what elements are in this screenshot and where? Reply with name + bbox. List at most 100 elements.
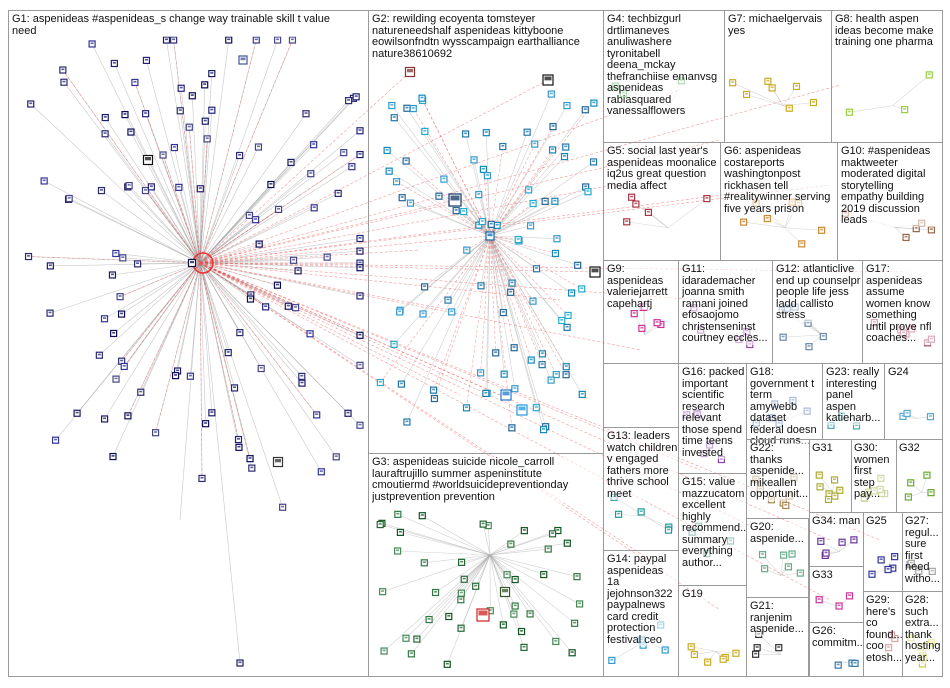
graph-edge xyxy=(127,186,201,264)
graph-node-icon xyxy=(409,104,417,113)
graph-edge xyxy=(199,39,230,264)
graph-node-icon xyxy=(742,90,751,99)
graph-edge xyxy=(199,262,361,336)
graph-edge xyxy=(461,554,491,594)
graph-node-icon xyxy=(817,226,826,234)
graph-node-icon xyxy=(170,143,178,152)
graph-edge xyxy=(199,262,596,273)
graph-edge xyxy=(489,554,516,580)
graph-node-icon xyxy=(492,349,500,357)
graph-node-icon xyxy=(383,146,391,155)
graph-node-icon xyxy=(202,420,210,428)
graph-node-icon xyxy=(687,643,695,651)
group-label-g2: G2: rewilding ecoyenta tomsteyer naturen… xyxy=(372,14,602,60)
graph-node-icon xyxy=(538,361,546,369)
graph-node-icon xyxy=(120,362,128,371)
group-label-g33: G33 xyxy=(812,570,863,582)
graph-node-icon xyxy=(393,547,402,555)
cluster-hub-icon xyxy=(485,231,495,241)
graph-edge xyxy=(199,39,278,264)
graph-node-icon xyxy=(356,264,364,272)
group-box-g21 xyxy=(746,597,809,677)
graph-node-icon xyxy=(356,127,364,135)
graph-edge xyxy=(199,262,361,426)
group-label-g8: G8: health aspen ideas become make train… xyxy=(835,14,942,49)
graph-edge xyxy=(428,554,491,620)
graph-node-icon xyxy=(571,619,579,627)
group-box-g1 xyxy=(8,10,369,677)
graph-edge xyxy=(405,554,491,639)
graph-edge xyxy=(199,262,251,300)
graph-node-icon xyxy=(822,549,830,557)
graph-node-icon xyxy=(623,218,631,226)
group-label-g5: G5: social last year's aspenideas moonal… xyxy=(607,146,719,192)
graph-edge xyxy=(406,235,491,423)
graph-edge xyxy=(416,554,491,640)
graph-node-icon xyxy=(463,246,471,254)
graph-node-icon xyxy=(147,183,155,191)
graph-node-icon xyxy=(141,186,150,195)
graph-node-icon xyxy=(548,530,557,538)
graph-edge xyxy=(199,209,279,264)
graph-node-icon xyxy=(835,602,843,610)
graph-node-icon xyxy=(356,331,364,339)
graph-node-icon xyxy=(567,289,576,297)
graph-edge xyxy=(130,131,201,264)
graph-edge xyxy=(174,147,201,264)
graph-node-icon xyxy=(544,545,552,553)
graph-node-icon xyxy=(563,323,571,331)
graph-edge xyxy=(849,105,893,113)
graph-edge xyxy=(113,262,201,334)
graph-edge xyxy=(434,235,491,399)
graph-edge xyxy=(199,89,681,264)
graph-node-icon xyxy=(526,222,535,230)
graph-node-icon xyxy=(255,240,263,248)
graph-edge xyxy=(199,144,314,264)
graph-node-icon xyxy=(563,101,571,110)
graph-node-icon xyxy=(499,621,507,629)
graph-edge xyxy=(405,160,491,237)
graph-node-icon xyxy=(51,436,60,444)
graph-node-icon xyxy=(394,510,402,518)
graph-edge xyxy=(199,96,357,264)
group-box-g28 xyxy=(902,591,943,677)
graph-edge xyxy=(179,262,201,521)
graph-node-icon xyxy=(815,596,823,604)
graph-node-icon xyxy=(653,319,661,327)
graph-node-icon xyxy=(784,563,793,571)
graph-edge xyxy=(447,554,491,665)
graph-node-icon xyxy=(589,158,598,166)
graph-edge xyxy=(49,262,201,314)
graph-node-icon xyxy=(252,36,260,44)
group-label-g28: G28: such extra... thank hosting year... xyxy=(905,595,942,664)
graph-edge xyxy=(746,94,784,107)
graph-node-icon xyxy=(475,191,483,199)
group-label-g20: G20: aspenide... xyxy=(750,522,808,545)
graph-node-icon xyxy=(142,110,150,118)
graph-node-icon xyxy=(927,489,935,497)
graph-node-icon xyxy=(267,180,275,189)
graph-node-icon xyxy=(340,149,348,157)
graph-node-icon xyxy=(476,608,490,622)
graph-node-icon xyxy=(356,421,364,429)
graph-node-icon xyxy=(448,193,462,207)
graph-node-icon xyxy=(131,78,139,87)
graph-node-icon xyxy=(457,589,465,597)
graph-edge xyxy=(199,155,240,264)
graph-node-icon xyxy=(563,539,571,547)
graph-node-icon xyxy=(65,194,73,203)
graph-node-icon xyxy=(690,650,698,659)
graph-node-icon xyxy=(273,281,282,289)
graph-edge xyxy=(30,103,201,264)
graph-edge xyxy=(489,235,520,242)
graph-node-icon xyxy=(116,293,124,301)
graph-edge xyxy=(644,516,669,528)
graph-edge xyxy=(199,262,229,353)
graph-node-icon xyxy=(510,344,518,352)
graph-node-icon xyxy=(95,351,103,359)
graph-node-icon xyxy=(46,309,54,317)
graph-edge xyxy=(199,166,353,264)
graph-node-icon xyxy=(805,343,813,351)
graph-node-icon xyxy=(171,372,180,380)
graph-edge xyxy=(757,647,781,655)
